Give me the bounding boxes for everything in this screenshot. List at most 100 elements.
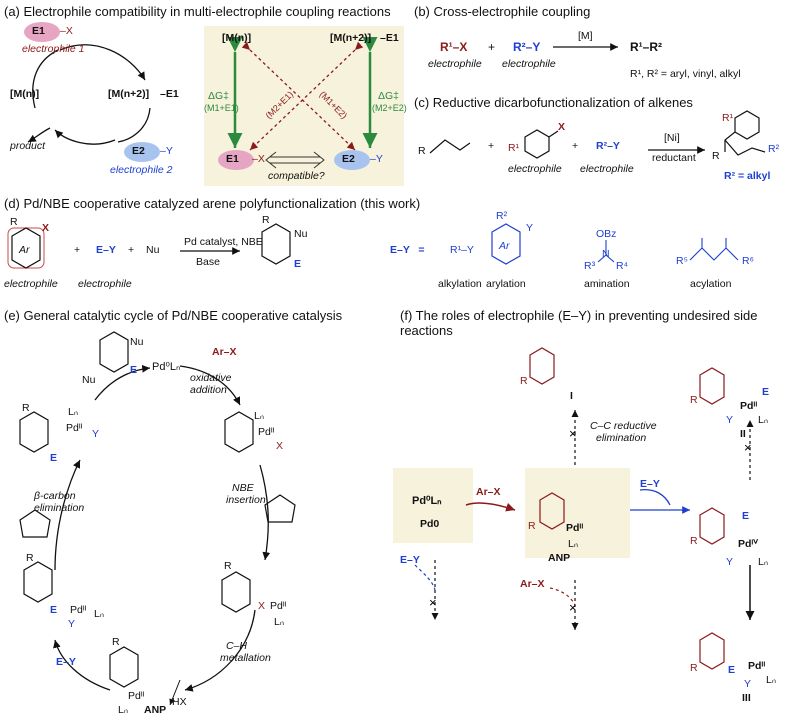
e-arrow-nbe — [259, 464, 271, 561]
cycle-left-arc — [32, 49, 59, 109]
f-iii: III — [742, 692, 751, 704]
f-y-iii: Y — [744, 678, 752, 690]
box-x: –X — [252, 153, 265, 165]
box-e1-ellipse — [218, 150, 254, 170]
dg1-sub: (M1+E1) — [204, 103, 239, 113]
f-pd0-lbl: Pd0 — [420, 518, 440, 530]
e-ln-b: Lₙ — [274, 616, 285, 628]
f-arx-dash-curve — [549, 587, 576, 606]
f-ey2: E–Y — [400, 554, 420, 566]
e-ring-5 — [23, 561, 53, 603]
d-prod-ring — [261, 223, 291, 265]
b-el2: electrophile — [502, 58, 556, 70]
f-pd2-iii: Pdᴵᴵ — [748, 660, 766, 672]
c-rprod: R — [712, 150, 720, 162]
c-reductant: reductant — [652, 152, 696, 164]
e-arrow-oxadd — [179, 365, 241, 406]
c-r1prod: R¹ — [722, 112, 734, 124]
c-arene — [524, 129, 550, 159]
e-arrow-re — [94, 364, 151, 401]
b-note: R¹, R² = aryl, vinyl, alkyl — [630, 68, 741, 80]
f-pd0-box — [393, 468, 473, 543]
e-x-b: X — [258, 600, 266, 612]
e-hx: HX — [172, 696, 187, 708]
d-cat: Pd catalyst, NBE — [184, 236, 263, 248]
e-pd2-c: Pdᴵᴵ — [128, 690, 145, 702]
f-arx: Ar–X — [476, 486, 501, 498]
d-el2: electrophile — [78, 278, 132, 290]
f-ey-dash-curve — [414, 564, 436, 591]
c-plus2: + — [572, 140, 579, 152]
e-nbe-2 — [19, 509, 51, 538]
d-prod-e: E — [294, 258, 302, 270]
cycle-right-arc — [117, 107, 151, 143]
c-r1: R¹ — [508, 142, 520, 154]
acy-bonds — [689, 238, 739, 261]
e-arrow-bc — [54, 459, 81, 571]
d-eq: E–Y = — [390, 244, 425, 256]
e-hx-arrow — [169, 679, 181, 706]
f-y-iv: Y — [726, 556, 734, 568]
d-ary-y: Y — [526, 222, 534, 234]
box-e2-ellipse — [334, 150, 370, 170]
e-nu-prod: Nu — [130, 336, 144, 348]
d-plus1: + — [74, 244, 81, 256]
panel-f-title: (f) The roles of electrophile (E–Y) in p… — [400, 308, 758, 338]
cycle-bottom-arc — [54, 129, 116, 145]
e-x-a: X — [276, 440, 284, 452]
c-plus1: + — [488, 140, 495, 152]
e-r-b: R — [224, 560, 232, 572]
e-e-d: E — [50, 604, 58, 616]
dg1: ΔG‡ — [208, 90, 230, 102]
f-pd2-ii: Pdᴵᴵ — [740, 400, 758, 412]
e-r-e: R — [22, 402, 30, 414]
box-mn2: [M(n+2)] — [330, 32, 372, 44]
ami-bonds — [597, 240, 615, 263]
f-i: I — [570, 390, 573, 402]
f-cross-1: × — [569, 426, 577, 441]
red-dash-2 — [249, 41, 364, 151]
panel-c-title: (c) Reductive dicarbofunctionalization o… — [414, 95, 693, 110]
d-ary-r2: R² — [496, 210, 508, 222]
a-y: –Y — [160, 145, 173, 157]
f-e-iii: E — [728, 664, 736, 676]
f-arx2: Ar–X — [520, 578, 545, 590]
c-cat: [Ni] — [664, 132, 680, 144]
f-r-anp: R — [528, 520, 536, 532]
d-acy-r5: R⁵ — [676, 255, 688, 267]
f-ln-iv: Lₙ — [758, 556, 769, 568]
e-ox1: oxidative — [190, 372, 232, 384]
f-pd2-anp: Pdᴵᴵ — [566, 522, 584, 534]
d-alk-form: R¹–Y — [450, 244, 474, 256]
f-e-ii: E — [762, 386, 770, 398]
cycle-top-arc — [59, 44, 146, 81]
e-anp: ANP — [144, 704, 167, 716]
panel-a-title: (a) Electrophile compatibility in multi-… — [4, 4, 391, 19]
c-r: R — [418, 145, 426, 157]
f-r-iii: R — [690, 662, 698, 674]
d-prod-r: R — [262, 214, 270, 226]
c-arene-x-bond — [548, 130, 559, 138]
e-nbe1: NBE — [232, 482, 254, 494]
f-r-i: R — [520, 375, 528, 387]
e-ln-d: Lₙ — [94, 608, 105, 620]
a-e1: E1 — [32, 25, 45, 37]
d-x: X — [42, 222, 50, 234]
d-ami: amination — [584, 278, 630, 290]
e-ox2: addition — [190, 384, 227, 396]
a-electrophile1: electrophile 1 — [22, 43, 85, 55]
f-cc1: C–C reductive — [590, 420, 657, 432]
e-pd0: Pd⁰Lₙ — [152, 361, 181, 373]
a-mn: [M(n)] — [10, 88, 40, 100]
f-cross-2: × — [744, 440, 752, 455]
e-bc1: β-carbon — [34, 490, 76, 502]
e-pd2-e: Pdᴵᴵ — [66, 422, 83, 434]
f-ln-anp: Lₙ — [568, 538, 579, 550]
f-y-ii: Y — [726, 414, 734, 426]
d-plus2: + — [128, 244, 135, 256]
d-reactant-ring — [11, 227, 41, 269]
e-e-e: E — [50, 452, 58, 464]
product-arrow — [27, 127, 51, 143]
d-ami-r4: R⁴ — [616, 260, 629, 272]
